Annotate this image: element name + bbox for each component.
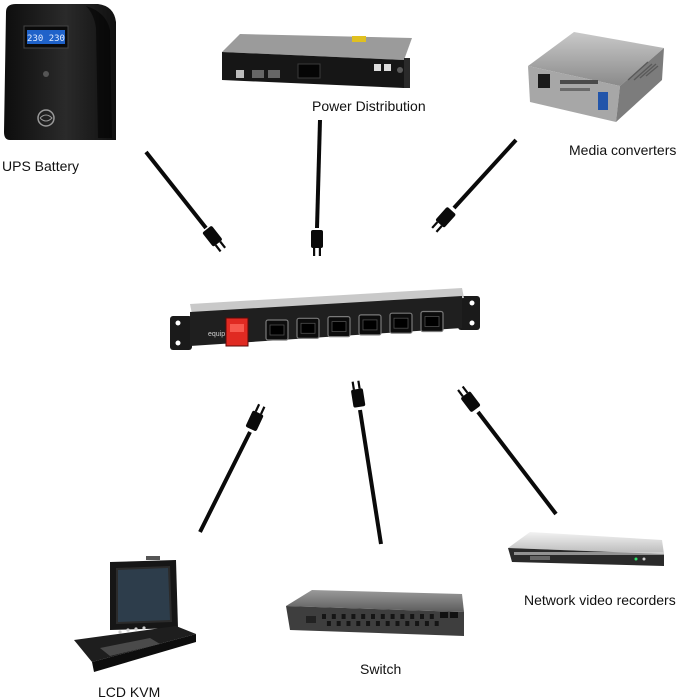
switch-label: Switch xyxy=(360,661,402,677)
media-converter-device xyxy=(528,32,664,122)
keyboard-icon xyxy=(100,638,160,656)
outlet-socket xyxy=(389,312,413,334)
cable-power-distribution xyxy=(311,119,323,256)
switch-port xyxy=(390,614,395,619)
switch-port xyxy=(361,614,366,619)
switch-port xyxy=(380,614,385,619)
switch-port xyxy=(415,621,420,626)
power-button-icon xyxy=(43,71,49,77)
switch-port xyxy=(375,621,380,626)
outlet-socket xyxy=(296,317,320,339)
ups-display-text: 230 230 xyxy=(27,34,65,44)
ups-battery-device: 230 230 xyxy=(4,4,116,140)
pdu-brand-label: equip xyxy=(208,331,225,338)
center-pdu-strip: equip xyxy=(170,288,480,350)
switch-port-row xyxy=(322,614,439,626)
media-converters-label: Media converters xyxy=(569,142,677,158)
switch-port xyxy=(385,621,390,626)
switch-port xyxy=(424,621,429,626)
brand-logo-icon xyxy=(37,109,55,127)
switch-port xyxy=(410,614,415,619)
switch-port xyxy=(351,614,356,619)
lcd-kvm-device xyxy=(74,556,196,672)
switch-port xyxy=(405,621,410,626)
outlet-socket xyxy=(327,316,351,338)
switch-port xyxy=(400,614,405,619)
cable-media-converters xyxy=(429,138,518,234)
switch-port xyxy=(429,614,434,619)
plug-icon xyxy=(245,402,268,432)
cable-ups xyxy=(144,150,228,254)
cable-nvr xyxy=(455,384,558,516)
outlet-socket xyxy=(265,319,289,341)
outlet-socket xyxy=(358,314,382,336)
plug-icon xyxy=(202,225,228,254)
switch-port xyxy=(336,621,341,626)
power-distribution-label: Power Distribution xyxy=(312,98,426,114)
switch-device xyxy=(286,590,464,636)
switch-port xyxy=(434,621,439,626)
network-video-recorders-label: Network video recorders xyxy=(524,592,676,608)
plug-icon xyxy=(429,206,457,234)
switch-port xyxy=(371,614,375,619)
cable-switch xyxy=(349,380,383,545)
cable-lcd-kvm xyxy=(198,402,268,533)
kvm-buttons xyxy=(118,626,146,634)
switch-port xyxy=(356,621,361,626)
switch-port xyxy=(341,614,346,619)
plug-icon xyxy=(311,230,323,256)
vent-slots xyxy=(627,61,659,81)
plug-icon xyxy=(349,380,366,408)
power-switch[interactable] xyxy=(225,317,249,347)
outlet-socket xyxy=(420,310,444,333)
power-distribution-device xyxy=(222,34,412,88)
switch-port xyxy=(326,621,331,626)
outlet-row xyxy=(265,310,444,341)
switch-port xyxy=(322,614,326,619)
switch-port xyxy=(420,614,424,619)
switch-port xyxy=(346,621,351,626)
network-video-recorder-device xyxy=(508,532,664,566)
switch-port xyxy=(331,614,336,619)
lcd-kvm-label: LCD KVM xyxy=(98,684,161,700)
switch-port xyxy=(366,621,371,626)
ups-battery-label: UPS Battery xyxy=(2,158,80,174)
switch-port xyxy=(395,621,400,626)
plug-icon xyxy=(455,384,481,413)
